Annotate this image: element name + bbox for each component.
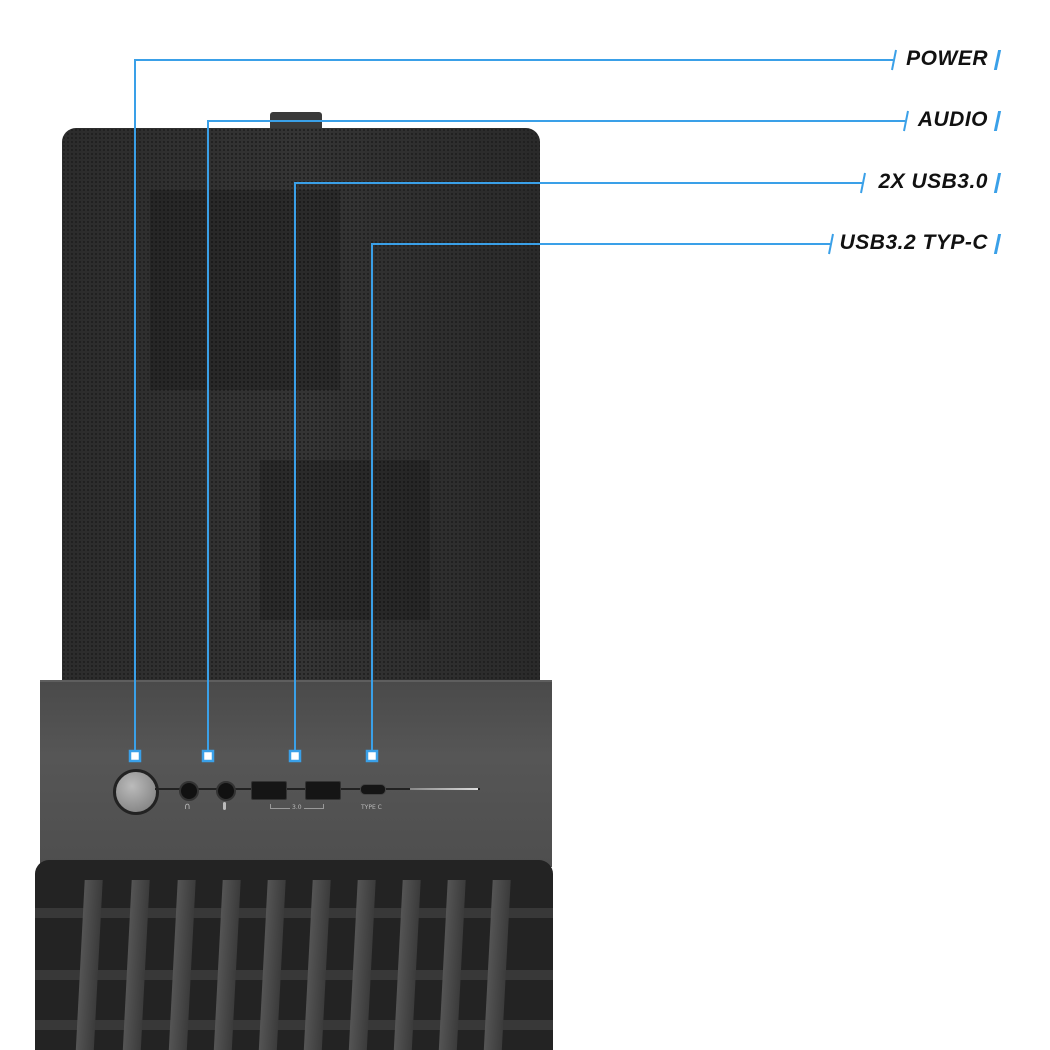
callout-line-usb3: [294, 182, 862, 752]
grille-slat: [35, 1020, 553, 1030]
callout-line-audio: [207, 120, 905, 752]
callout-label-typec: USB3.2 TYP-C: [839, 231, 988, 254]
io-strip-highlight: [410, 788, 478, 790]
callout-label-usb3: 2X USB3.0: [878, 170, 988, 193]
callout-marker-audio: [201, 749, 215, 763]
grille-slat: [35, 970, 553, 980]
mesh-shadow: [260, 460, 430, 620]
usb3-port-2[interactable]: [305, 781, 341, 800]
callout-marker-usb3: [288, 749, 302, 763]
usb-group-label: 3.0: [290, 804, 304, 811]
callout-marker-power: [128, 749, 142, 763]
usb3-port-1[interactable]: [251, 781, 287, 800]
power-button[interactable]: [113, 769, 159, 815]
typec-label: TYPE C: [361, 804, 382, 811]
callout-tick: [860, 172, 866, 194]
microphone-jack[interactable]: [216, 781, 236, 801]
headphone-icon: ∩: [184, 802, 191, 812]
grille-slat: [35, 908, 553, 918]
callout-line-power: [134, 59, 893, 752]
callout-tick: [828, 233, 834, 255]
callout-tick: [891, 49, 897, 71]
callout-tick: [903, 110, 909, 132]
mesh-shadow: [150, 190, 340, 390]
headphone-jack[interactable]: [179, 781, 199, 801]
front-grille: [35, 860, 553, 1050]
usb-typec-port[interactable]: [360, 784, 386, 795]
callout-label-audio: AUDIO: [917, 108, 988, 131]
callout-label-power: POWER: [906, 47, 988, 70]
callout-marker-typec: [365, 749, 379, 763]
case-top-mesh-panel: [62, 128, 540, 684]
callout-line-typec: [371, 243, 830, 752]
microphone-icon: [223, 802, 226, 810]
